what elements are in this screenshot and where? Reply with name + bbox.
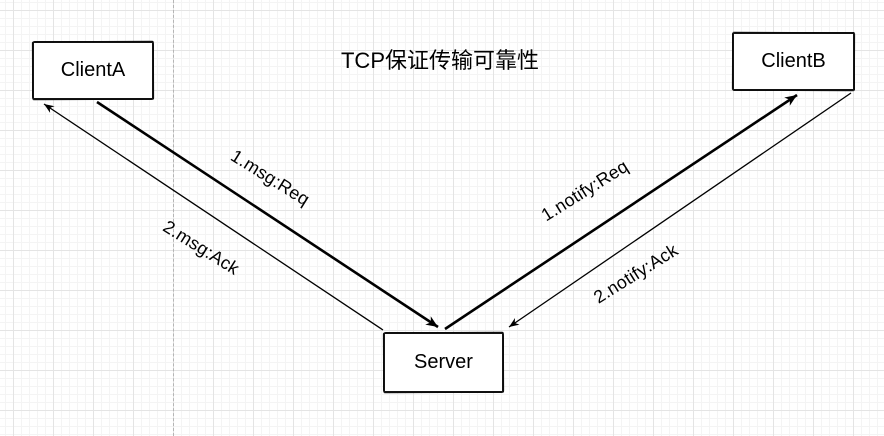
edge-notify-req[interactable] — [444, 93, 798, 331]
node-client-b[interactable]: ClientB — [732, 32, 855, 91]
node-client-a[interactable]: ClientA — [32, 41, 154, 100]
edge-msg-req[interactable] — [96, 100, 439, 329]
diagram-title[interactable]: TCP保证传输可靠性 — [340, 48, 540, 73]
edge-msg-ack[interactable] — [43, 103, 384, 331]
edge-notify-ack[interactable] — [508, 92, 852, 328]
node-client-a-label: ClientA — [60, 59, 126, 81]
node-server[interactable]: Server — [383, 332, 504, 393]
edge-msg-req-line — [96, 100, 439, 329]
node-client-b-label: ClientB — [761, 50, 826, 72]
edge-notify-ack-line — [508, 92, 852, 328]
node-server-label: Server — [414, 351, 473, 373]
edge-msg-ack-line — [43, 103, 384, 331]
edge-notify-req-line — [444, 93, 798, 331]
page-boundary-line — [173, 0, 174, 436]
